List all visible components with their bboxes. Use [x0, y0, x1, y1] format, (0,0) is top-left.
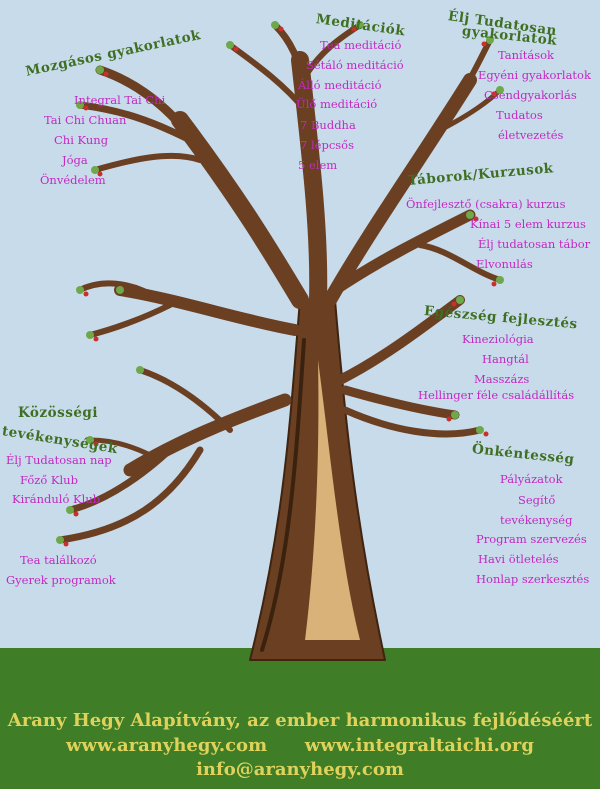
item-taborok-4: Elvonulás — [476, 257, 533, 271]
footer-websites: www.aranyhegy.com www.integraltaichi.org — [0, 737, 600, 755]
branch-left-low-5 — [137, 367, 233, 433]
item-meditaciok-6: 7 lépcsős — [300, 138, 354, 152]
branch-right-bottom — [341, 406, 484, 438]
footer-tagline: Arany Hegy Alapítvány, az ember harmonik… — [7, 710, 593, 731]
branch-center-up — [291, 51, 328, 309]
footer-site-gap — [267, 735, 305, 756]
branch-left-low-2 — [66, 436, 184, 514]
item-kozossegi-2: Főző Klub — [20, 473, 78, 487]
branch-left-upper-3 — [76, 101, 194, 144]
item-taborok-2: Kínai 5 elem kurzus — [470, 217, 586, 231]
item-egeszseg-4: Hellinger féle családállítás — [418, 388, 575, 402]
branch-right-upper-2 — [452, 37, 493, 108]
item-elj-2: Egyéni gyakorlatok — [478, 68, 591, 82]
trunk-highlight — [305, 360, 360, 640]
item-meditaciok-5: 7 Buddha — [300, 118, 356, 132]
branch-left-low-4 — [87, 437, 153, 458]
item-elj-1: Tanítások — [498, 48, 554, 62]
branch-left-upper — [171, 111, 309, 309]
item-kozossegi-4: Tea találkozó — [20, 553, 97, 567]
branch-left-mid — [114, 284, 301, 336]
branch-right-lower — [335, 295, 465, 385]
branch-right-lower-2 — [340, 385, 460, 420]
item-taborok-1: Önfejlesztő (csakra) kurzus — [406, 197, 566, 211]
item-elj-4: Tudatos — [496, 108, 543, 122]
branch-left-low — [123, 393, 292, 477]
grass-ground — [0, 648, 600, 789]
item-meditaciok-4: Ülő meditáció — [296, 97, 378, 111]
footer-site-integraltaichi[interactable]: www.integraltaichi.org — [304, 735, 534, 756]
item-mozgasos-4: Jóga — [62, 153, 88, 167]
item-kozossegi-1: Élj Tudatosan nap — [6, 453, 112, 467]
item-mozgasos-5: Önvédelem — [40, 173, 106, 187]
item-onkentesseg-6: Honlap szerkesztés — [476, 572, 590, 586]
item-meditaciok-2: Sétáló meditáció — [306, 58, 404, 72]
item-elj-3: Csendgyakorlás — [484, 88, 577, 102]
item-kozossegi-3: Kiránduló Klub — [12, 492, 101, 506]
item-egeszseg-1: Kineziológia — [462, 332, 534, 346]
branch-right-mid-2 — [417, 242, 503, 283]
item-meditaciok-3: Álló meditáció — [298, 78, 382, 92]
item-onkentesseg-3: tevékenység — [500, 513, 573, 527]
leaves-group — [56, 21, 504, 544]
branch-right-upper — [323, 73, 477, 307]
item-kozossegi-5: Gyerek programok — [6, 573, 116, 587]
item-mozgasos-2: Tai Chi Chuan — [44, 113, 127, 127]
branch-left-upper-4 — [92, 152, 203, 173]
branch-left-mid-2 — [77, 280, 163, 303]
footer-site-aranyhegy[interactable]: www.aranyhegy.com — [66, 735, 268, 756]
heading-kozossegi-line1: Közösségi — [18, 405, 98, 421]
footer-email[interactable]: info@aranyhegy.com — [196, 759, 404, 780]
branch-left-mid-3 — [87, 302, 173, 338]
item-mozgasos-3: Chi Kung — [54, 133, 109, 147]
item-taborok-3: Élj tudatosan tábor — [478, 237, 591, 251]
trunk-shadow — [260, 338, 306, 652]
item-onkentesseg-2: Segítő — [518, 493, 556, 507]
item-onkentesseg-4: Program szervezés — [476, 532, 587, 546]
item-egeszseg-2: Hangtál — [482, 352, 529, 366]
branch-left-upper-2 — [95, 65, 190, 135]
item-onkentesseg-5: Havi ötletelés — [478, 552, 559, 566]
item-elj-5: életvezetés — [498, 128, 564, 142]
item-onkentesseg-1: Pályázatok — [500, 472, 563, 486]
red-buds-group — [63, 26, 497, 547]
item-meditaciok-7: 5 elem — [298, 158, 338, 172]
branch-right-mid — [329, 209, 476, 296]
item-meditaciok-1: Tea meditáció — [320, 38, 402, 52]
branch-left-low-3 — [56, 446, 204, 544]
branch-right-upper-3 — [437, 87, 503, 133]
item-mozgasos-1: Integral Tai Chi — [74, 93, 166, 107]
tree-illustration — [56, 21, 504, 661]
item-egeszseg-3: Masszázs — [474, 372, 530, 386]
